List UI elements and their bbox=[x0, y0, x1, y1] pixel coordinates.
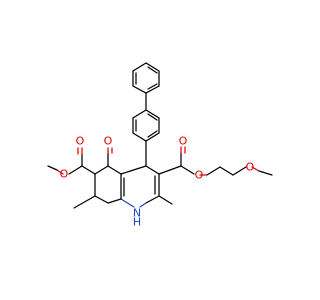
c2-methyl-bond bbox=[158, 195, 173, 205]
right-ester-carbonyl-o-label: O bbox=[179, 135, 188, 148]
cyclohexanone-ring bbox=[94, 165, 125, 204]
ketone-o-label: O bbox=[104, 135, 113, 148]
dihydropyridine-ring bbox=[120, 165, 160, 208]
nh-n-label: N bbox=[133, 207, 141, 220]
c7-methyl-bond bbox=[73, 195, 96, 209]
structure-diagram: O O O O O O N H bbox=[47, 62, 273, 229]
left-ester-carbonyl-o-label: O bbox=[76, 135, 85, 148]
nh-h-label: H bbox=[133, 216, 141, 229]
methoxy-o-label: O bbox=[246, 161, 255, 174]
right-ester bbox=[158, 146, 273, 176]
top-phenyl-ring bbox=[132, 62, 160, 94]
left-ester bbox=[47, 147, 96, 175]
middle-phenyl-ring bbox=[132, 109, 160, 142]
molecule-svg: O O O O O O N H bbox=[47, 62, 273, 229]
left-ester-ether-o-label: O bbox=[60, 168, 69, 181]
right-ester-ether-o-label: O bbox=[195, 169, 204, 182]
